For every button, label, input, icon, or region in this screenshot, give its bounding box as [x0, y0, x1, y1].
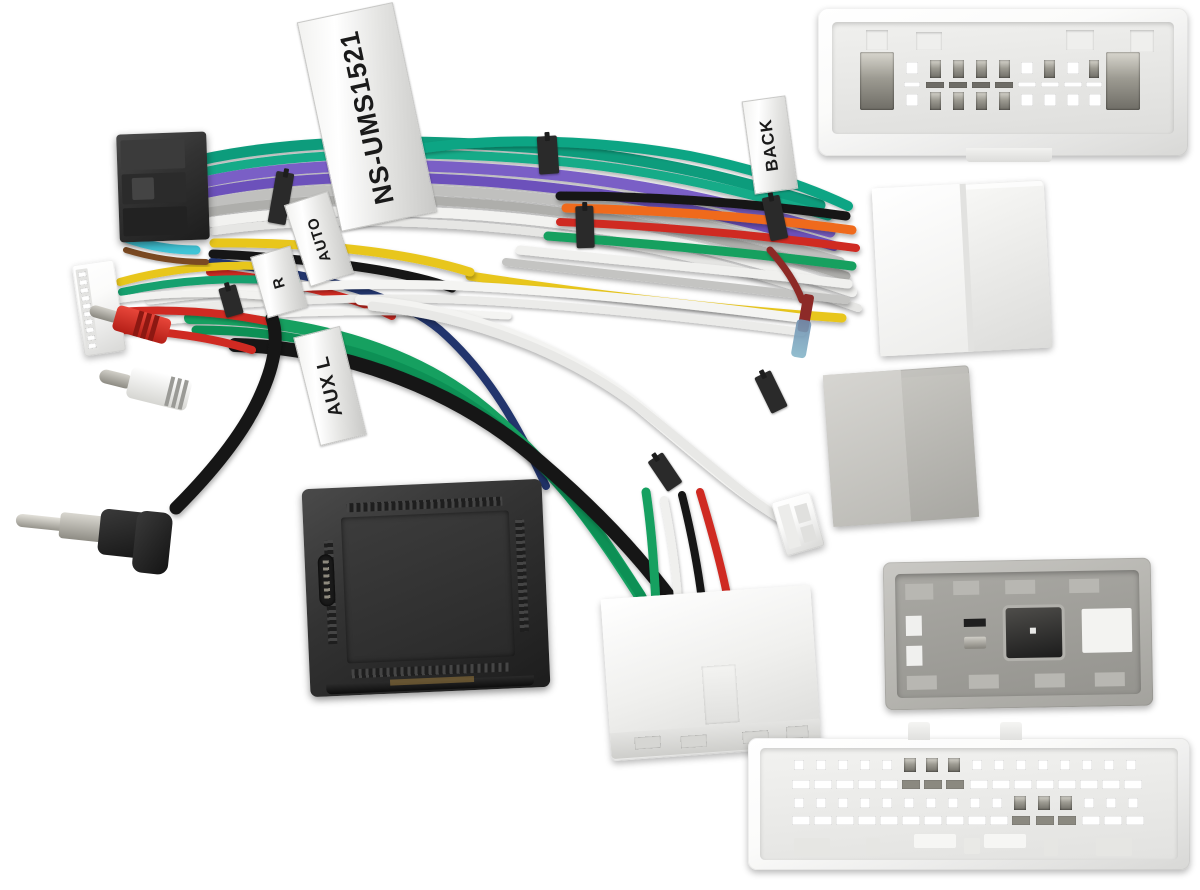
antenna-adapter-plug — [10, 491, 186, 594]
back-tag: BACK — [741, 95, 799, 195]
gray-housing-shell — [882, 557, 1154, 711]
vehicle-connector-gray — [822, 365, 980, 527]
cable-tie — [761, 194, 789, 242]
vehicle-connector-24pin — [818, 8, 1188, 162]
cable-tie — [647, 452, 683, 492]
vehicle-connector-40pin — [748, 722, 1190, 870]
vehicle-connector-speaker — [600, 584, 822, 762]
part-number-text: NS-UMS1521 — [333, 27, 400, 207]
white-2pin-connector — [771, 491, 825, 557]
cable-tie — [754, 370, 788, 414]
interface-module — [301, 478, 551, 698]
vehicle-connector-power — [871, 179, 1053, 357]
auto-text: AUTO — [303, 214, 335, 264]
back-text: BACK — [756, 117, 783, 173]
cable-tie — [536, 135, 560, 175]
cable-tie — [218, 284, 244, 318]
iso-black-connector — [116, 131, 210, 243]
red-bullet-terminal — [790, 293, 818, 359]
cable-tie — [575, 205, 595, 249]
aux-l-tag: AUX L — [293, 325, 367, 447]
aux-l-text: AUX L — [311, 353, 348, 419]
channel-r-text: R — [269, 273, 289, 291]
channel-r-tag: R — [249, 245, 309, 319]
rca-white-plug — [95, 356, 209, 421]
